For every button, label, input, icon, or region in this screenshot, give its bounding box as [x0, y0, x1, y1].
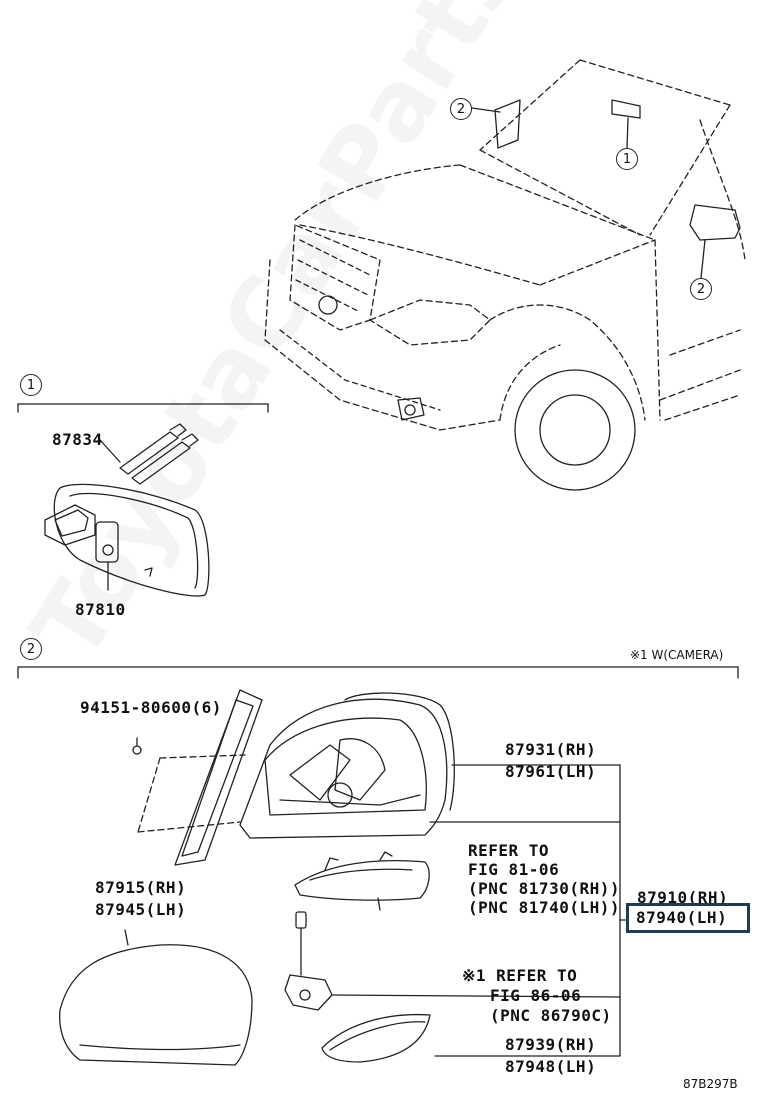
refer-camera-line2: FIG 86-06 — [490, 986, 582, 1005]
figure-code: 87B297B — [683, 1077, 738, 1091]
refer-lamp-line2: FIG 81-06 — [468, 860, 560, 879]
highlighted-part-box — [626, 903, 750, 933]
part-number-87810[interactable]: 87810 — [75, 600, 126, 619]
mirror-glass-drawing — [174, 689, 263, 866]
part-number-housing-lh[interactable]: 87961(LH) — [505, 762, 597, 781]
refer-lamp-line3: (PNC 81730(RH)) — [468, 879, 620, 898]
mirror-housing-drawing — [239, 692, 455, 839]
part-number-mirror-rh[interactable]: 87910(RH) — [637, 888, 729, 907]
mirror-cover-drawing — [59, 929, 253, 1066]
refer-camera-line3: (PNC 86790C) — [490, 1006, 612, 1025]
part-number-cover-rh[interactable]: 87915(RH) — [95, 878, 187, 897]
callout-1-section[interactable]: 1 — [20, 374, 42, 396]
clip-87834-drawing — [99, 423, 199, 485]
callout-2-door[interactable]: 2 — [690, 278, 712, 300]
trim-drawing — [321, 1013, 431, 1063]
turn-signal-drawing — [294, 851, 430, 911]
refer-lamp-line4: (PNC 81740(LH)) — [468, 898, 620, 917]
part-number-housing-rh[interactable]: 87931(RH) — [505, 740, 597, 759]
part-number-mirror-lh[interactable]: 87940(LH) — [636, 908, 728, 927]
camera-note: ※1 W(CAMERA) — [630, 648, 724, 662]
callout-2-section[interactable]: 2 — [20, 638, 42, 660]
refer-camera-line1: ※1 REFER TO — [462, 966, 578, 985]
callout-2-windshield[interactable]: 2 — [450, 98, 472, 120]
part-number-87834[interactable]: 87834 — [52, 430, 103, 449]
camera-drawing — [284, 911, 333, 1011]
part-number-bolt[interactable]: 94151-80600(6) — [80, 698, 222, 717]
part-number-trim-lh[interactable]: 87948(LH) — [505, 1057, 597, 1076]
part-number-cover-lh[interactable]: 87945(LH) — [95, 900, 187, 919]
callout-1-vehicle[interactable]: 1 — [616, 148, 638, 170]
inner-mirror-87810-drawing — [44, 483, 210, 597]
vehicle-illustration — [264, 59, 746, 491]
part-number-trim-rh[interactable]: 87939(RH) — [505, 1035, 597, 1054]
refer-lamp-line1: REFER TO — [468, 841, 550, 860]
